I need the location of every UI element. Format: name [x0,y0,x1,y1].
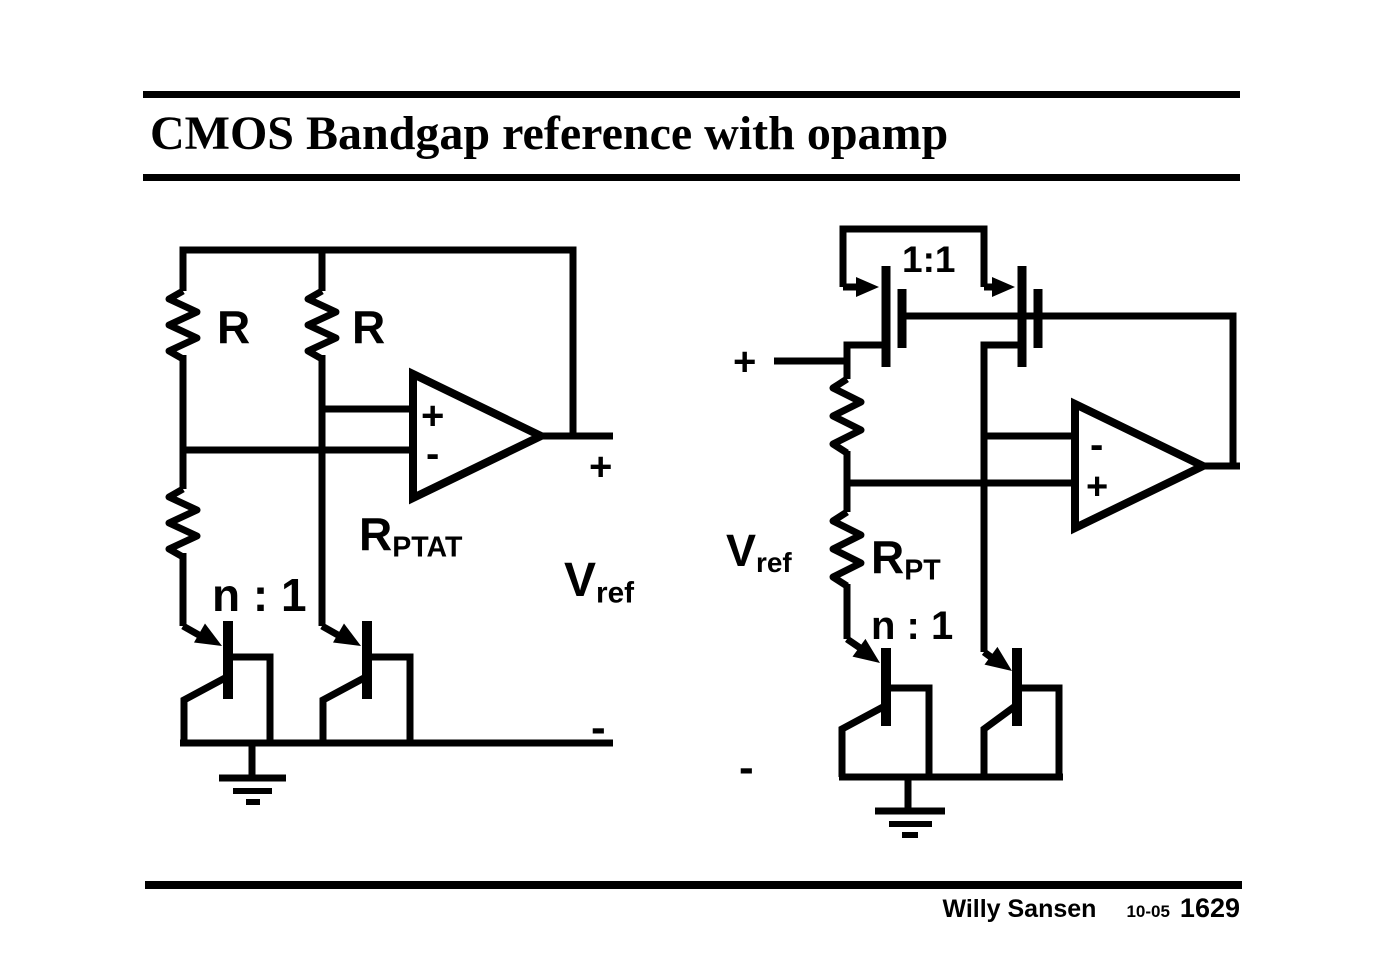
left-q1-collector-wire [180,674,227,743]
right-q4-emitter-arrow-icon [984,646,1012,671]
right-q3-emitter-arrow-icon [852,638,880,663]
left-rptat-sub: PTAT [392,531,463,564]
left-rptat-base: R [359,508,393,560]
right-resistor-upper [829,376,865,456]
right-rpt-sub: PT [904,554,941,587]
left-resistor-r1-label: R [217,301,251,353]
right-mirror-ratio-label: 1:1 [902,239,956,280]
right-opamp-minus-label: - [1090,423,1104,467]
right-q3-base-wire [886,684,933,777]
right-vref-base: V [726,525,757,576]
left-resistor-R1 [165,287,201,363]
footer-author: Willy Sansen [942,895,1097,923]
left-top-rail-and-feedback-wire [179,246,577,433]
left-opamp-triangle [409,367,551,505]
right-term-plus-label: + [733,340,757,384]
slide-title: CMOS Bandgap reference with opamp [150,107,949,160]
left-output-minus-label: - [591,703,606,752]
right-m2-source-arrow-icon [992,277,1015,297]
left-q1-base-wire [228,653,274,743]
right-m1-source-arrow-icon [856,277,879,297]
left-vref-label: Vref [564,557,634,608]
right-vref-label: Vref [726,528,792,577]
left-output-plus-label: + [589,445,613,489]
left-resistor-RPTAT [165,485,201,561]
right-rpt-label: RPT [871,534,941,585]
right-opamp-plus-label: + [1086,466,1109,508]
left-circuit [165,246,613,805]
footer: Willy Sansen 10-05 1629 [942,893,1240,924]
footer-date: 10-05 [1126,902,1170,921]
footer-page-number: 1629 [1179,893,1240,923]
left-q1-emitter-arrow-icon [193,623,222,646]
left-vref-base: V [564,554,597,607]
right-q3-collector-wire [838,703,885,777]
left-opamp-plus-label: + [421,394,445,438]
title-bottom-rule [143,174,1240,181]
right-rpt-base: R [871,531,905,583]
left-resistor-r2-label: R [352,301,386,353]
right-gate-feedback-wire [902,312,1237,466]
right-bjt-ratio-label: n : 1 [871,604,954,648]
right-q4-collector-wire [980,704,1017,777]
right-q4-base-wire [1017,684,1063,777]
left-q2-emitter-arrow-icon [332,623,361,646]
footer-rule [145,881,1242,889]
left-vref-sub: ref [596,576,635,610]
left-opamp-minus-label: - [426,432,440,476]
right-circuit [774,225,1240,838]
left-q2-base-wire [367,653,414,743]
right-vref-sub: ref [756,547,792,579]
top-rule [143,91,1240,98]
right-m1-drain-wire [843,341,884,379]
right-resistor-RPT [829,509,865,589]
left-bjt-ratio-label: n : 1 [212,569,307,621]
left-rptat-label: RPTAT [359,511,462,562]
right-m2-drain-wire [980,341,1020,652]
right-opamp-triangle [1071,397,1213,535]
left-q2-collector-wire [319,674,366,743]
right-term-minus-label: - [739,743,754,792]
mid-resistor-R2 [304,287,340,363]
